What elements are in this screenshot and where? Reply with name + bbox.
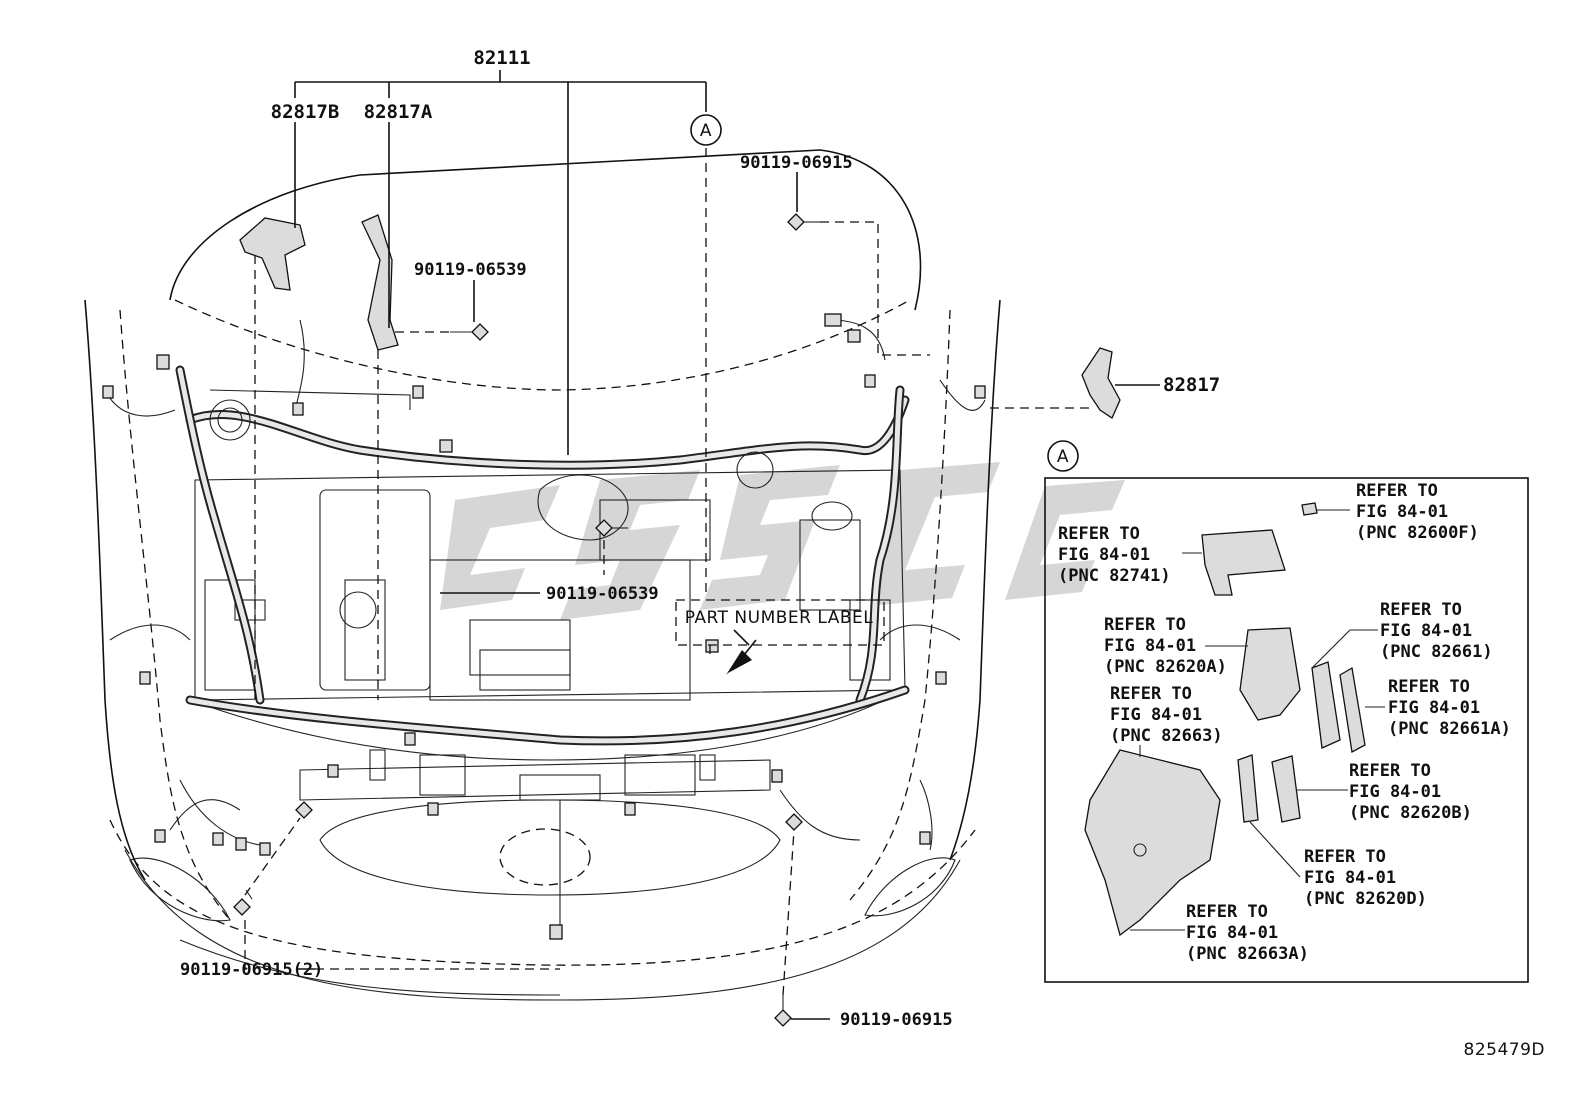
svg-text:REFER TO: REFER TO <box>1058 524 1140 544</box>
svg-text:(PNC 82620D): (PNC 82620D) <box>1304 889 1427 909</box>
ref-pnc-82620B: REFER TO FIG 84-01 (PNC 82620B) <box>1349 761 1472 823</box>
watermark <box>440 462 1125 620</box>
part-label-82817B: 82817B <box>271 101 340 123</box>
bolt-label-top-right: 90119-06915 <box>740 153 853 173</box>
svg-text:(PNC 82663A): (PNC 82663A) <box>1186 944 1309 964</box>
ref-pnc-82661: REFER TO FIG 84-01 (PNC 82661) <box>1380 600 1493 662</box>
svg-text:REFER TO: REFER TO <box>1380 600 1462 620</box>
svg-text:FIG 84-01: FIG 84-01 <box>1186 923 1278 943</box>
svg-text:FIG 84-01: FIG 84-01 <box>1058 545 1150 565</box>
ref-pnc-82620A: REFER TO FIG 84-01 (PNC 82620A) <box>1104 615 1227 677</box>
svg-text:REFER TO: REFER TO <box>1110 684 1192 704</box>
inset-A-marker: A <box>1047 440 1079 472</box>
leader-lines <box>294 70 1160 1020</box>
ref-pnc-82661A: REFER TO FIG 84-01 (PNC 82661A) <box>1388 677 1511 739</box>
svg-text:FIG 84-01: FIG 84-01 <box>1380 621 1472 641</box>
main-wire-harness <box>104 319 986 930</box>
ref-pnc-82663: REFER TO FIG 84-01 (PNC 82663) <box>1110 684 1223 746</box>
svg-text:A: A <box>700 121 712 141</box>
callout-A-marker: A <box>690 114 722 146</box>
svg-text:REFER TO: REFER TO <box>1356 481 1438 501</box>
svg-text:FIG 84-01: FIG 84-01 <box>1110 705 1202 725</box>
clamp-82817B <box>239 217 306 291</box>
part-label-82817A: 82817A <box>364 101 433 123</box>
svg-text:(PNC 82620B): (PNC 82620B) <box>1349 803 1472 823</box>
clamp-82817A <box>361 214 399 351</box>
part-label-82111: 82111 <box>473 47 530 69</box>
svg-text:(PNC 82661A): (PNC 82661A) <box>1388 719 1511 739</box>
part-number-label-note: PART NUMBER LABEL <box>685 608 873 628</box>
bolt-label-center: 90119-06539 <box>546 584 659 604</box>
part-label-82817: 82817 <box>1163 374 1220 396</box>
svg-text:FIG 84-01: FIG 84-01 <box>1104 636 1196 656</box>
inset-detail-A: REFER TO FIG 84-01 (PNC 82600F) REFER TO… <box>1044 477 1529 983</box>
svg-text:REFER TO: REFER TO <box>1304 847 1386 867</box>
svg-text:(PNC 82620A): (PNC 82620A) <box>1104 657 1227 677</box>
ref-pnc-82663A: REFER TO FIG 84-01 (PNC 82663A) <box>1186 902 1309 964</box>
ref-pnc-82600F: REFER TO FIG 84-01 (PNC 82600F) <box>1356 481 1479 543</box>
svg-text:(PNC 82661): (PNC 82661) <box>1380 642 1493 662</box>
ref-pnc-82741: REFER TO FIG 84-01 (PNC 82741) <box>1058 524 1171 586</box>
bolt-label-bottom-left: 90119-06915(2) <box>180 960 323 980</box>
svg-text:REFER TO: REFER TO <box>1104 615 1186 635</box>
svg-text:REFER TO: REFER TO <box>1388 677 1470 697</box>
harness-connectors <box>102 313 986 940</box>
svg-text:(PNC 82741): (PNC 82741) <box>1058 566 1171 586</box>
bolt-icons <box>233 213 820 1027</box>
svg-text:A: A <box>1057 447 1069 467</box>
vehicle-body-outline <box>84 149 1001 1001</box>
bolt-label-upper-mid: 90119-06539 <box>414 260 527 280</box>
svg-text:FIG 84-01: FIG 84-01 <box>1388 698 1480 718</box>
ref-pnc-82620D: REFER TO FIG 84-01 (PNC 82620D) <box>1304 847 1427 909</box>
svg-text:REFER TO: REFER TO <box>1186 902 1268 922</box>
clamp-82817 <box>1081 347 1121 419</box>
svg-text:(PNC 82663): (PNC 82663) <box>1110 726 1223 746</box>
svg-text:FIG 84-01: FIG 84-01 <box>1349 782 1441 802</box>
svg-text:(PNC 82600F): (PNC 82600F) <box>1356 523 1479 543</box>
dashed-leaders <box>244 148 1090 996</box>
svg-text:FIG 84-01: FIG 84-01 <box>1304 868 1396 888</box>
bolt-label-bottom-mid: 90119-06915 <box>840 1010 953 1030</box>
svg-text:REFER TO: REFER TO <box>1349 761 1431 781</box>
figure-id: 825479D <box>1464 1040 1546 1060</box>
svg-text:FIG 84-01: FIG 84-01 <box>1356 502 1448 522</box>
